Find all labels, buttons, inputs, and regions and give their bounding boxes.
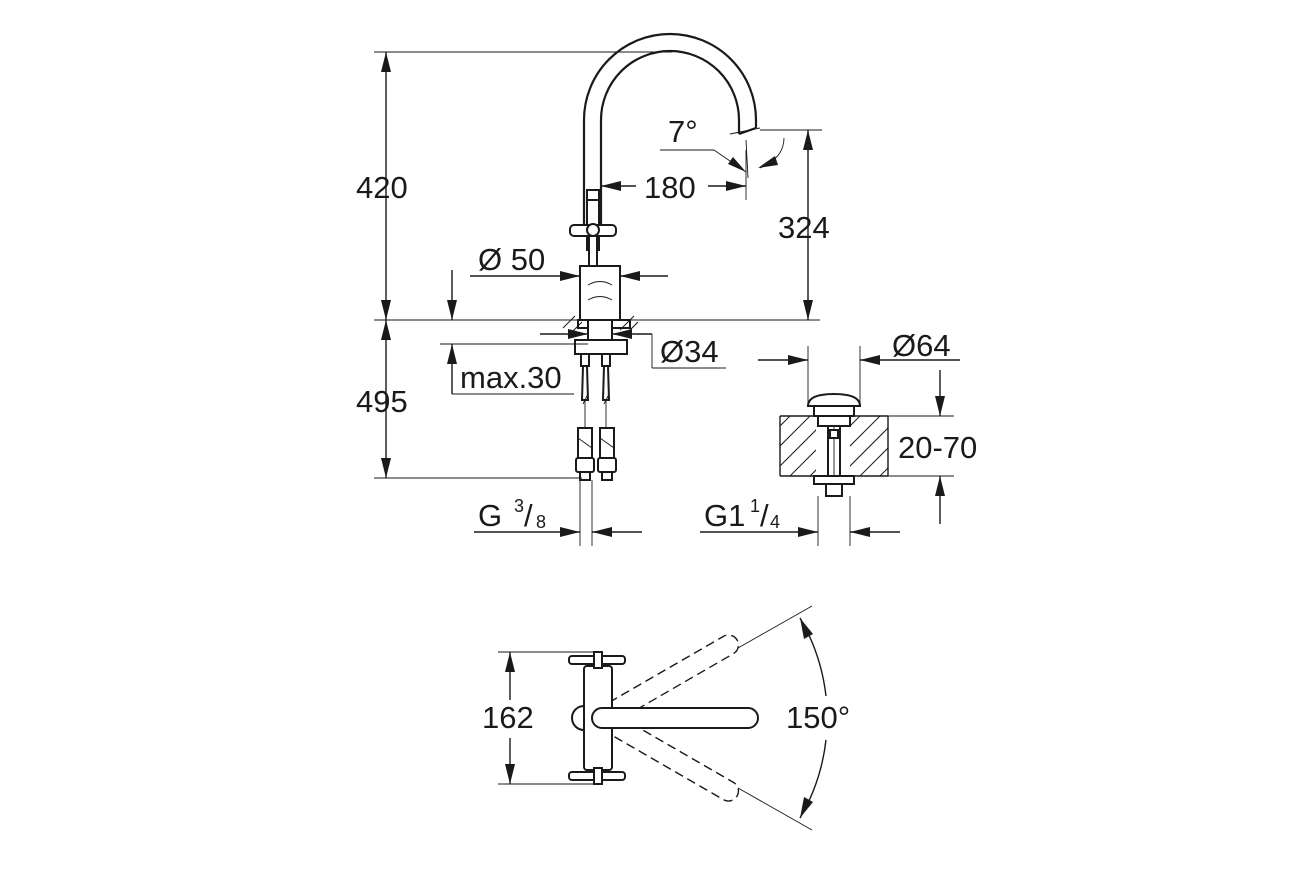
label-supply-thread-num: 3 (514, 496, 524, 516)
label-drain-thread-den: 4 (770, 512, 780, 532)
label-drain-thread-num: 1 (750, 496, 760, 516)
dimension-lines (374, 51, 822, 546)
label-supply-thread-slash: / (524, 498, 533, 533)
label-base-diameter: Ø 50 (478, 242, 545, 277)
supply-hoses (575, 353, 617, 481)
faucet-top-view (498, 605, 827, 831)
label-drain-thread-slash: / (760, 498, 769, 533)
label-max-thickness: max.30 (460, 360, 562, 395)
dimension-labels: 420 7° 180 324 Ø 50 Ø34 max.30 495 Ø64 2… (356, 114, 977, 735)
label-swivel-angle: 150° (786, 700, 850, 735)
label-spout-height: 324 (778, 210, 830, 245)
label-total-height: 420 (356, 170, 408, 205)
label-drain-thread: G1 (704, 498, 745, 533)
label-drain-diameter: Ø64 (892, 328, 951, 363)
label-spout-reach: 180 (644, 170, 696, 205)
label-hose-length: 495 (356, 384, 408, 419)
label-handle-spread: 162 (482, 700, 534, 735)
label-supply-thread: G (478, 498, 502, 533)
drain-side-view (700, 346, 960, 546)
label-shank-diameter: Ø34 (660, 334, 719, 369)
label-supply-thread-den: 8 (536, 512, 546, 532)
label-counter-thickness: 20-70 (898, 430, 977, 465)
label-spout-angle: 7° (668, 114, 698, 149)
faucet-side-view (562, 32, 761, 481)
